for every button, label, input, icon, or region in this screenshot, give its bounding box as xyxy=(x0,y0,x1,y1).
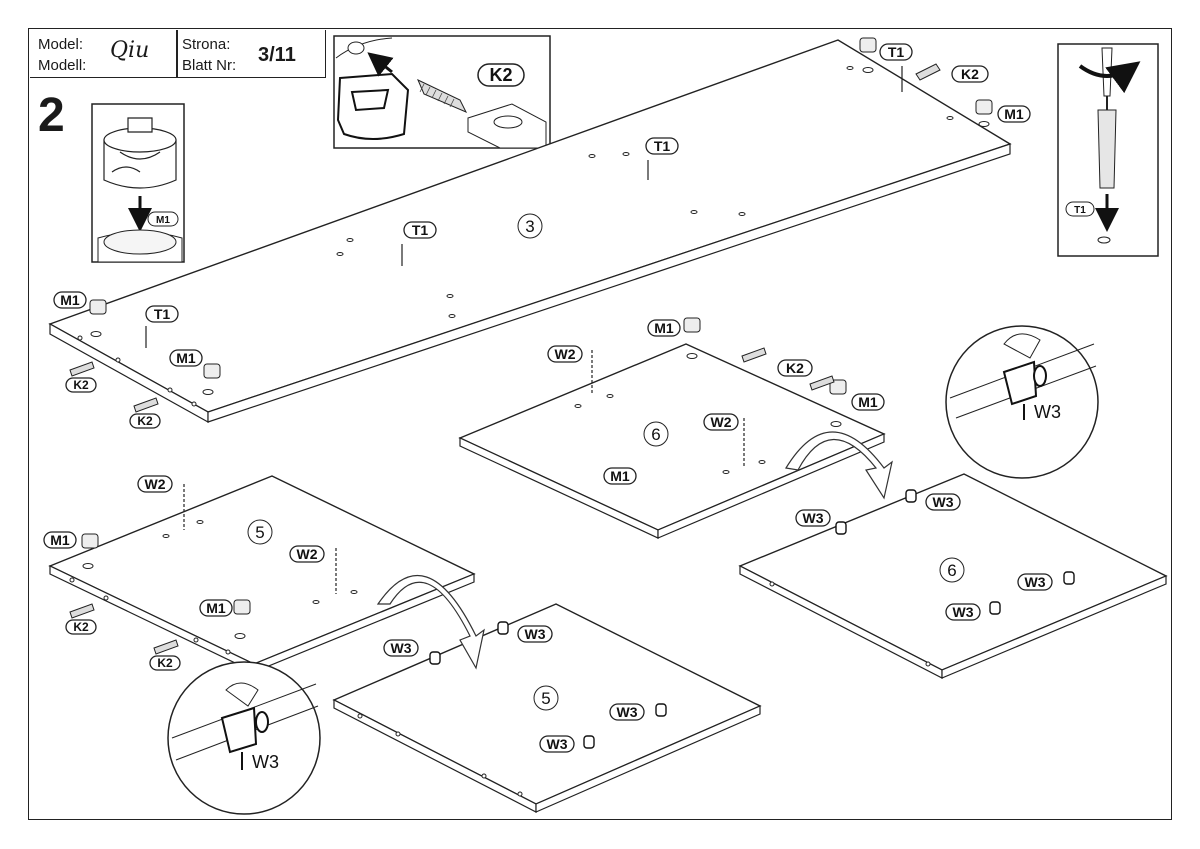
svg-text:M1: M1 xyxy=(858,394,878,410)
panel-6-lower-number: 6 xyxy=(947,561,956,580)
svg-text:K2: K2 xyxy=(786,360,804,376)
model-label-alt: Modell: xyxy=(38,57,87,74)
panel-6-lower: 6 xyxy=(738,473,1168,679)
title-block-divider xyxy=(176,30,178,77)
svg-text:W2: W2 xyxy=(555,346,576,362)
svg-text:K2: K2 xyxy=(157,656,173,670)
svg-text:M1: M1 xyxy=(156,215,170,226)
svg-text:M1: M1 xyxy=(50,532,70,548)
flip-arrow-icon xyxy=(785,431,893,500)
page-label: Strona: xyxy=(182,36,231,53)
inset-m1-label: M1 xyxy=(147,211,179,227)
svg-text:M1: M1 xyxy=(610,468,630,484)
svg-text:T1: T1 xyxy=(154,306,171,322)
panel-6-upper-number: 6 xyxy=(651,425,660,444)
panel-3-number: 3 xyxy=(525,217,534,236)
dowel-icon xyxy=(69,63,941,655)
svg-text:M1: M1 xyxy=(1004,106,1024,122)
inset-screwdriver: T1 xyxy=(1057,43,1159,257)
svg-text:W3: W3 xyxy=(391,640,412,656)
w3-bracket-icon xyxy=(429,489,1075,749)
model-name: Qiu xyxy=(110,38,150,63)
cam-lock-icon xyxy=(81,37,993,615)
svg-text:W2: W2 xyxy=(297,546,318,562)
svg-text:W3: W3 xyxy=(617,704,638,720)
svg-text:M1: M1 xyxy=(176,350,196,366)
svg-text:W3: W3 xyxy=(1034,402,1061,422)
svg-text:K2: K2 xyxy=(137,414,153,428)
svg-text:T1: T1 xyxy=(888,44,905,60)
svg-text:T1: T1 xyxy=(654,138,671,154)
svg-text:M1: M1 xyxy=(654,320,674,336)
svg-text:W2: W2 xyxy=(145,476,166,492)
panel-5-lower-number: 5 xyxy=(541,689,550,708)
page-frame xyxy=(28,28,1172,820)
svg-text:W3: W3 xyxy=(252,752,279,772)
svg-text:W3: W3 xyxy=(547,736,568,752)
svg-text:T1: T1 xyxy=(1074,205,1086,216)
svg-text:W3: W3 xyxy=(1025,574,1046,590)
cam-lock-icon xyxy=(103,117,177,189)
svg-text:K2: K2 xyxy=(73,378,89,392)
detail-w3-right: W3 xyxy=(945,325,1099,479)
page-number: 3/11 xyxy=(258,44,296,66)
page-label-alt: Blatt Nr: xyxy=(182,57,237,74)
svg-text:W3: W3 xyxy=(803,510,824,526)
svg-text:K2: K2 xyxy=(73,620,89,634)
flip-arrow-icon xyxy=(376,574,485,670)
panel-5-upper: 5 xyxy=(48,475,476,673)
inset-cam-lock xyxy=(91,103,185,263)
svg-text:M1: M1 xyxy=(60,292,80,308)
panel-3: 3 xyxy=(48,39,1012,424)
svg-text:W3: W3 xyxy=(525,626,546,642)
detail-w3-left: W3 xyxy=(167,661,321,815)
safety-goggles-icon xyxy=(336,52,410,140)
part-labels xyxy=(43,43,1053,753)
svg-text:K2: K2 xyxy=(489,65,512,85)
step-number: 2 xyxy=(38,89,65,142)
svg-text:W2: W2 xyxy=(711,414,732,430)
panel-6-upper: 6 xyxy=(458,343,886,539)
screw-icon xyxy=(145,66,903,594)
svg-text:K2: K2 xyxy=(961,66,979,82)
model-label: Model: xyxy=(38,36,84,53)
svg-text:W3: W3 xyxy=(953,604,974,620)
svg-text:T1: T1 xyxy=(412,222,429,238)
svg-text:W3: W3 xyxy=(933,494,954,510)
inset-dowel: K2 xyxy=(333,35,551,149)
panel-5-upper-number: 5 xyxy=(255,523,264,542)
rotate-arrow-icon xyxy=(1078,61,1141,94)
svg-text:M1: M1 xyxy=(206,600,226,616)
title-block: Model: Modell: Qiu Strona: Blatt Nr: 3/1… xyxy=(30,30,326,78)
part-label-text: T1 T1 T1 T1 K2 K2 K2 K2 K2 K2 M1 M1 M1 M… xyxy=(50,44,1045,752)
